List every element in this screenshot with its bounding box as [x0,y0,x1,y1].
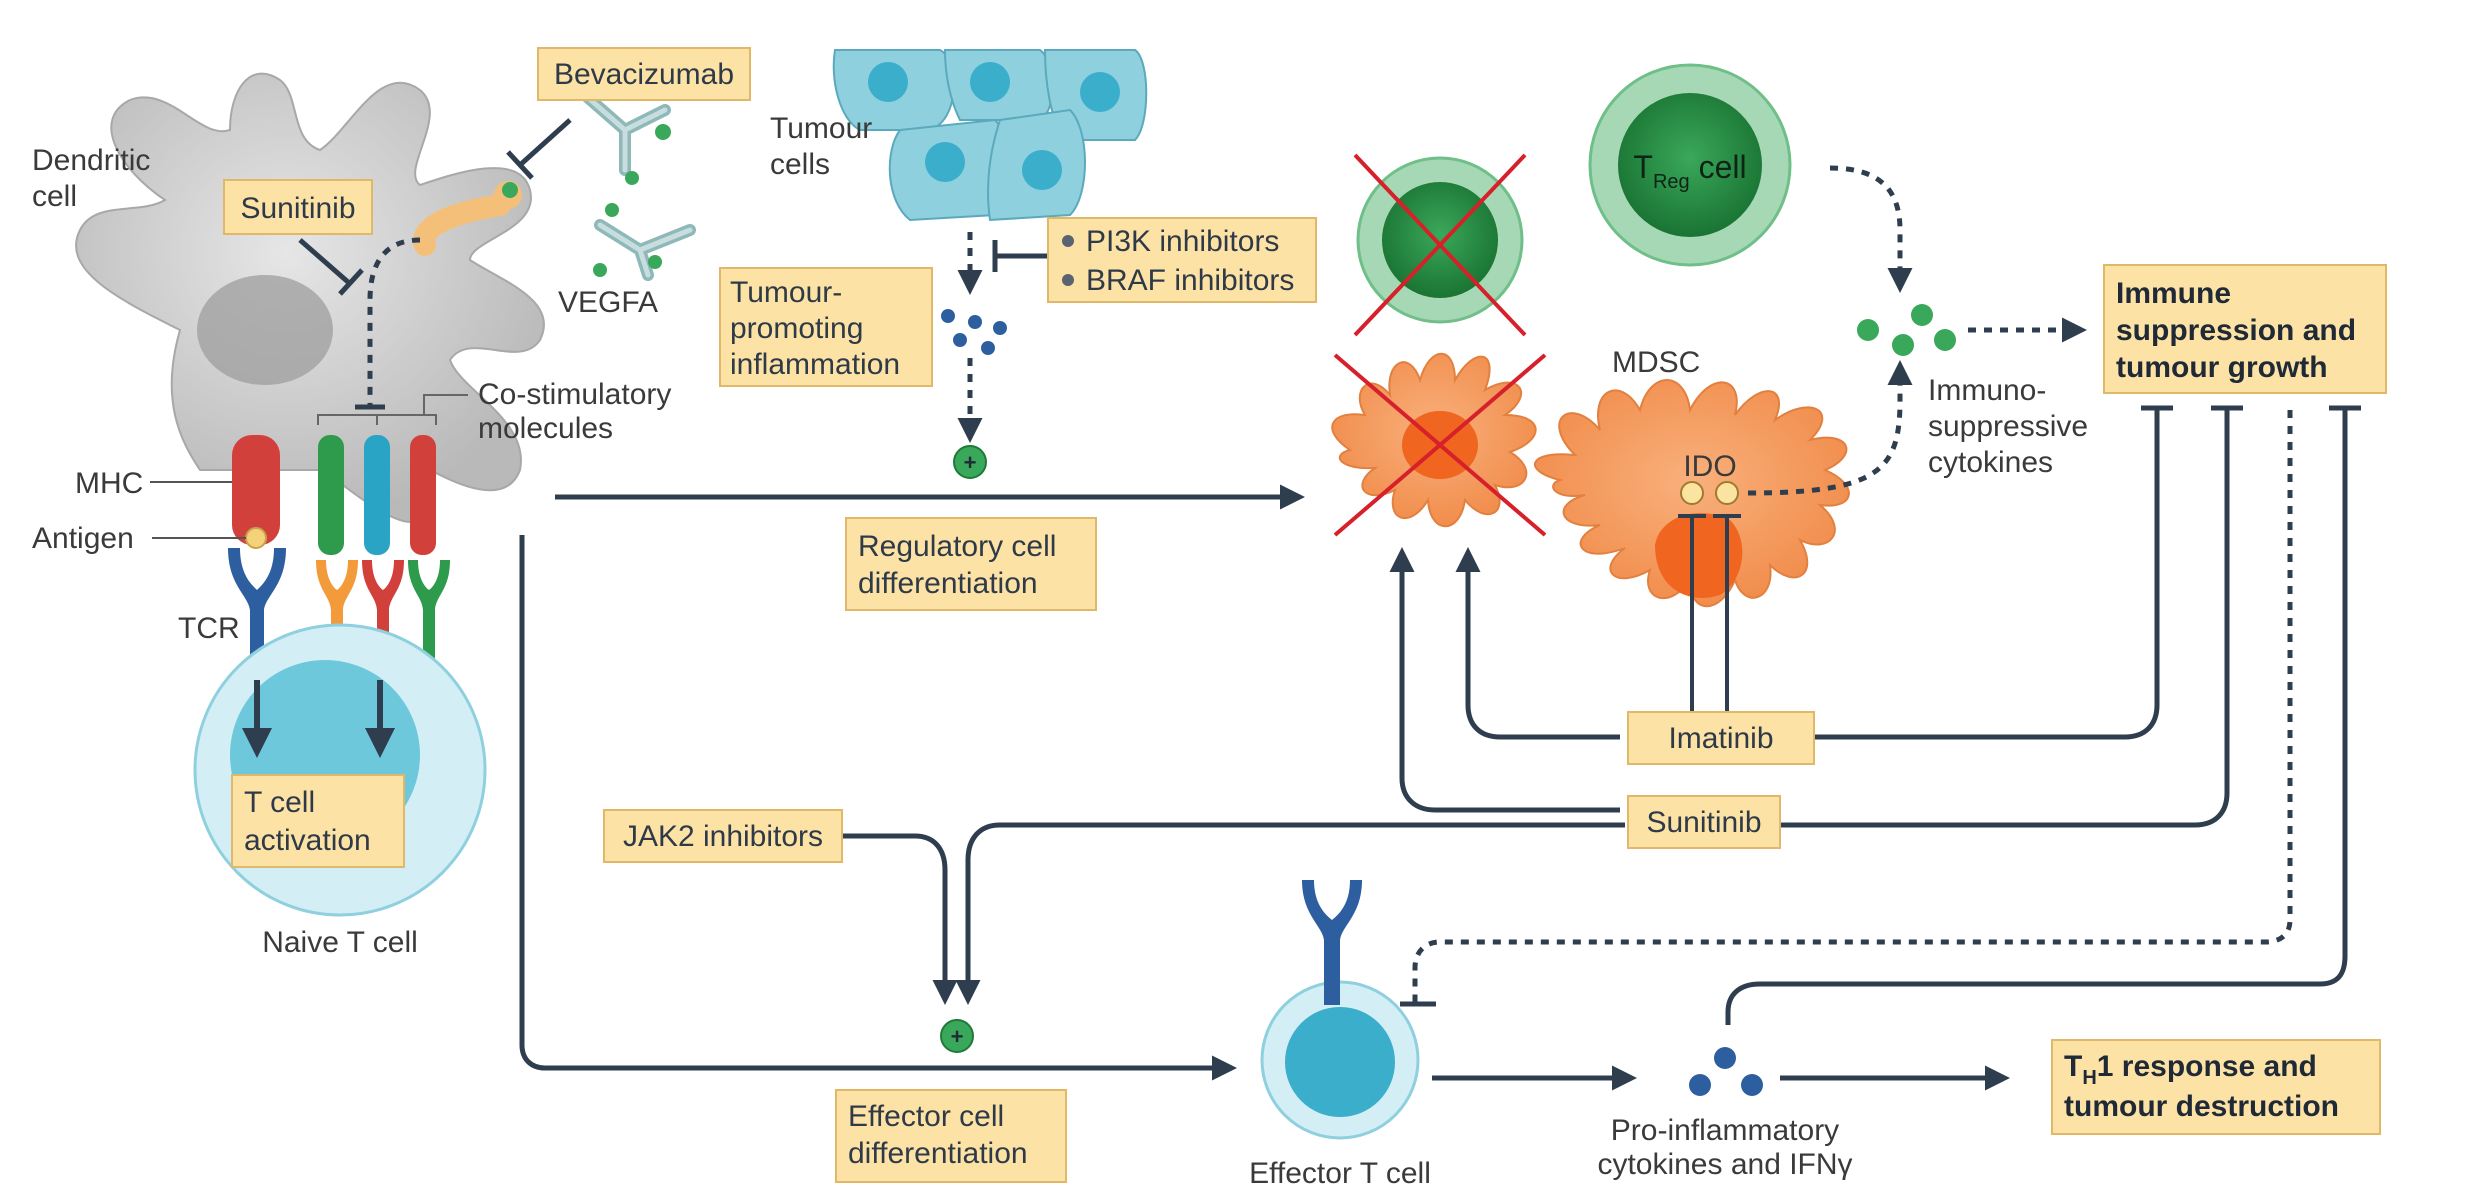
mhc-label: MHC [75,467,143,500]
plus-node-top: + [953,445,987,479]
pathway-inhibitors-box: PI3K inhibitors BRAF inhibitors [1047,217,1317,303]
svg-text:+: + [951,1024,964,1049]
mdsc-label: MDSC [1612,346,1700,379]
mdsc-crossed [1331,352,1547,537]
naive-t-cell [193,623,487,917]
pro-inflammatory-cytokine-dots [1689,1047,1763,1096]
sunitinib-dc-inhibition [298,238,350,284]
effector-t-cell [1260,880,1420,1140]
treg-cell [1588,63,1792,267]
svg-text:TH1 response and: TH1 response and [2064,1050,2317,1089]
svg-text:Sunitinib: Sunitinib [1646,806,1761,839]
svg-text:PI3K inhibitors: PI3K inhibitors [1086,225,1279,258]
treg-cell-crossed [1353,153,1527,337]
sunitinib-to-mdsc-arrow [1389,547,1620,813]
effector-differentiation-arrow [519,535,1237,1081]
svg-text:Bevacizumab: Bevacizumab [554,58,734,91]
ifng-suppression-inhibition [1725,410,2348,1025]
treg-label: TReg cell [1633,149,1746,193]
svg-text:Sunitinib: Sunitinib [240,192,355,225]
tcr-label: TCR [178,612,240,645]
th1-response-box: TH1 response and tumour destruction [2051,1039,2381,1135]
imatinib-box: Imatinib [1627,711,1815,765]
svg-text:+: + [964,450,977,475]
sunitinib-box: Sunitinib [1627,795,1781,849]
vegf-receptor [413,181,522,256]
tcr-receptor [228,548,286,672]
sunitinib-suppression-inhibition [1780,410,2230,828]
inflammatory-cytokine-dots [941,309,1007,355]
svg-text:JAK2 inhibitors: JAK2 inhibitors [623,820,823,853]
vegf-suppression-path [367,237,421,405]
bevacizumab-antibody [579,89,671,185]
sunitinib-to-plus-arrow [955,822,1625,1005]
antigen-label: Antigen [32,522,134,555]
plus-node-bottom: + [940,1019,974,1053]
svg-text:Imatinib: Imatinib [1668,722,1773,755]
treg-cytokine-arrow [1829,165,1913,293]
immunosuppressive-cytokine-dots [1857,304,1956,356]
suppression-effector-inhibition [1412,410,2293,1002]
ido-cytokine-arrow [1747,360,1913,496]
vegfa-antibody-2 [593,203,696,281]
mdsc-cell [1534,379,1850,608]
naive-t-cell-label: Naive T cell [262,926,418,959]
vegfa-label: VEGFA [558,286,658,319]
jak2-to-plus-arrow [842,833,958,1005]
dendritic-cell [75,72,545,523]
bevacizumab-inhibition [518,118,572,167]
effector-t-cell-label: Effector T cell [1249,1157,1431,1190]
svg-text:BRAF inhibitors: BRAF inhibitors [1086,264,1294,297]
jak2-inhibitors-box: JAK2 inhibitors [603,809,843,863]
imatinib-to-mdsc-arrow [1455,547,1620,740]
co-stimulatory-molecules [316,394,468,672]
ido-label: IDO [1683,450,1736,483]
svg-text:tumour destruction: tumour destruction [2064,1090,2339,1123]
mhc-molecule [232,435,280,545]
sunitinib-dc-box: Sunitinib [223,179,373,235]
bevacizumab-box: Bevacizumab [537,47,751,101]
tumour-cells [832,49,1148,222]
antigen [245,527,267,549]
imatinib-suppression-inhibition [1815,410,2160,740]
